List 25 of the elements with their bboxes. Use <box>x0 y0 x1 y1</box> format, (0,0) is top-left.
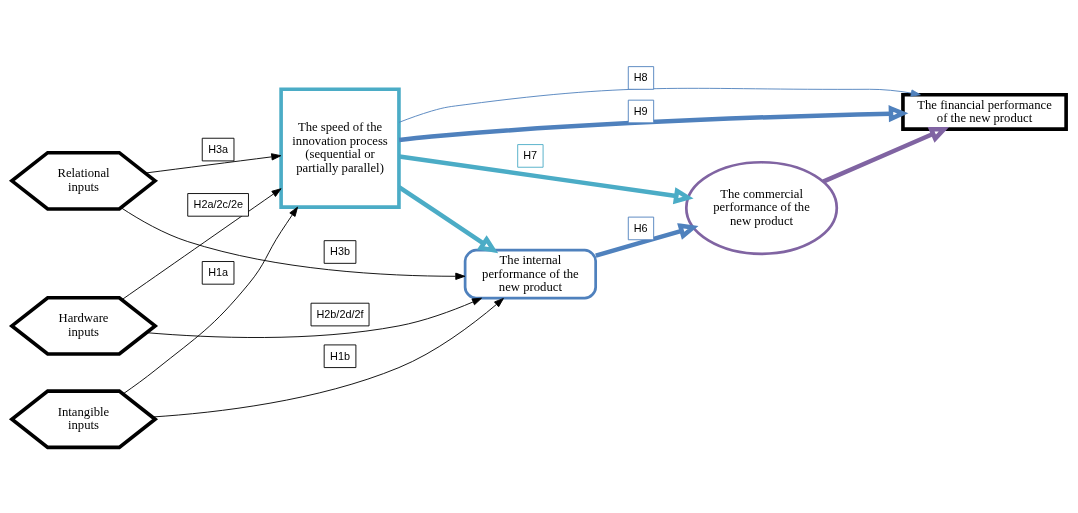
edge-label: H7 <box>523 148 538 161</box>
edge-label: H2a/2c/2e <box>193 197 244 210</box>
arrow <box>595 222 699 258</box>
arrow <box>122 206 298 394</box>
edge-label: H1b <box>330 349 350 362</box>
arrow <box>120 206 466 280</box>
edge-label: H9 <box>633 104 648 117</box>
arrow <box>398 104 909 142</box>
node-box: The financial performance of the new product <box>901 92 1068 131</box>
node-ellipse: The commercial performance of the new product <box>684 160 839 255</box>
arrow <box>398 153 694 204</box>
node-box: The internal performance of the new product <box>463 248 597 300</box>
node-box: The speed of the innovation process (sequential or partially parallel) <box>279 86 401 209</box>
arrow <box>397 184 499 253</box>
edge-label: H3b <box>330 244 350 257</box>
edge-label: H8 <box>633 70 648 83</box>
arrow <box>146 297 482 338</box>
edge-label: H6 <box>633 221 648 234</box>
arrow <box>144 152 282 173</box>
edge-label: H1a <box>208 265 229 278</box>
arrow <box>822 126 950 184</box>
arrow <box>152 297 504 417</box>
edge-label: H3a <box>208 142 229 155</box>
arrow <box>121 187 282 300</box>
edge-label: H2b/2d/2f <box>316 307 364 320</box>
